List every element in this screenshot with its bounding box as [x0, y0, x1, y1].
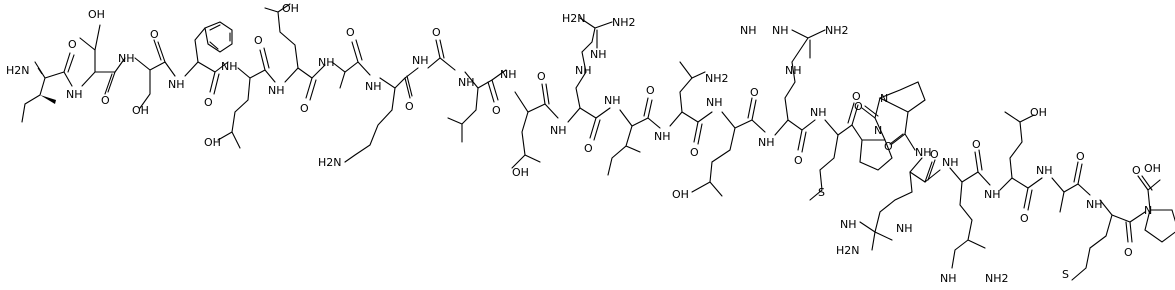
proline-n-label: N	[1144, 204, 1152, 217]
phenyl-ring	[204, 21, 233, 53]
amide-nh-label: NH	[740, 24, 757, 37]
amide-nh-label: NH	[500, 68, 517, 81]
carbonyl-o-label: O	[884, 140, 893, 153]
carbonyl-o-label: O	[101, 94, 110, 107]
amide-nh-label: NH	[66, 88, 83, 101]
thioether-s-label: S	[1062, 268, 1069, 281]
atom-labels: H2N OH NH NH NH NH NH NH NH NH NH NH NH …	[6, 2, 1161, 285]
amide-nh-label: NH	[575, 64, 592, 77]
carbonyl-o-label: O	[492, 104, 501, 117]
carbonyl-o-label: O	[1076, 150, 1085, 163]
carbonyl-o-label: O	[300, 102, 309, 115]
carbonyl-o-label: O	[432, 26, 441, 39]
carbonyl-o-label: O	[794, 154, 803, 167]
amide-nh-label: NH	[915, 146, 932, 159]
amine-label: NH2	[705, 72, 729, 85]
amide-nh-label: NH	[785, 64, 802, 77]
hydroxyl-label: OH	[132, 104, 149, 117]
amine-label: H2N	[562, 12, 586, 25]
amide-nh-label: NH	[942, 156, 959, 169]
amide-nh-label: NH	[1036, 164, 1053, 177]
carbonyl-o-label: O	[1124, 246, 1133, 259]
amide-nh-label: NH	[458, 76, 475, 89]
imine-label: NH	[940, 272, 957, 285]
amine-label: H2N	[318, 156, 342, 169]
amine-label: NH2	[825, 24, 849, 37]
amide-nh-label: NH	[896, 222, 913, 235]
amine-label: H2N	[836, 244, 860, 257]
carboxyl-oh-label: OH	[204, 136, 221, 149]
amide-nh-label: NH	[550, 124, 567, 137]
n-terminus-label: H2N	[6, 64, 30, 77]
carbonyl-o-label: O	[346, 26, 355, 39]
amide-nh-label: NH	[706, 96, 723, 109]
amide-nh-label: NH	[318, 56, 335, 69]
carbonyl-o-label: O	[150, 28, 159, 41]
carbonyl-o-label: O	[854, 100, 863, 113]
amide-nh-label: NH	[1086, 198, 1103, 211]
imine-label: NH	[590, 48, 607, 61]
thr-hydroxyl-label: OH	[88, 8, 105, 21]
amide-nh-label: NH	[221, 60, 238, 73]
imine-label: NH	[772, 24, 789, 37]
carboxyl-oh-label: OH	[672, 188, 689, 201]
amide-nh-label: NH	[412, 54, 429, 67]
carbonyl-o-label: O	[254, 34, 263, 47]
wedge-bond	[40, 95, 56, 104]
carboxyl-oh-label: OH	[1144, 162, 1161, 175]
proline-ring-c-term	[1144, 209, 1175, 243]
carbonyl-o-label: O	[1132, 164, 1141, 177]
amide-nh-label: NH	[810, 106, 827, 119]
carbonyl-o-label: O	[584, 142, 593, 155]
amide-nh-label: NH	[118, 52, 135, 65]
amide-nh-label: NH	[365, 80, 382, 93]
amide-nh-label: NH	[984, 188, 1001, 201]
carbonyl-o-label: O	[930, 148, 939, 161]
amine-label: NH2	[985, 272, 1009, 285]
amide-nh-label: NH	[604, 94, 621, 107]
carbonyl-o-label: O	[646, 84, 655, 97]
carboxyl-oh-label: OH	[1030, 106, 1047, 119]
carbonyl-o-label: O	[204, 96, 213, 109]
proline-n-label: N	[880, 92, 888, 105]
amide-nh-label: NH	[268, 84, 285, 97]
carbonyl-o-label: O	[537, 70, 546, 83]
proline-ring-2	[878, 81, 926, 113]
amide-nh-label: NH	[168, 78, 185, 91]
carbonyl-o-label: O	[750, 86, 759, 99]
carboxyl-oh-label: OH	[282, 2, 299, 15]
carbonyl-o-label: O	[68, 38, 77, 51]
amine-label: NH2	[612, 16, 636, 29]
proline-n-label: N	[874, 124, 882, 137]
carbonyl-o-label: O	[405, 100, 414, 113]
imine-label: NH	[840, 218, 857, 231]
amide-nh-label: NH	[654, 130, 671, 143]
carbonyl-bond	[63, 52, 75, 73]
thioether-s-label: S	[818, 186, 825, 199]
carbonyl-o-label: O	[852, 90, 861, 103]
amide-nh-label: NH	[758, 136, 775, 149]
carbonyl-o-label: O	[1020, 212, 1029, 225]
carbonyl-o-label: O	[972, 138, 981, 151]
proline-ring	[859, 139, 893, 171]
bond-network	[21, 3, 1175, 281]
carboxyl-oh-label: OH	[512, 166, 529, 179]
carbonyl-o-label: O	[690, 146, 699, 159]
